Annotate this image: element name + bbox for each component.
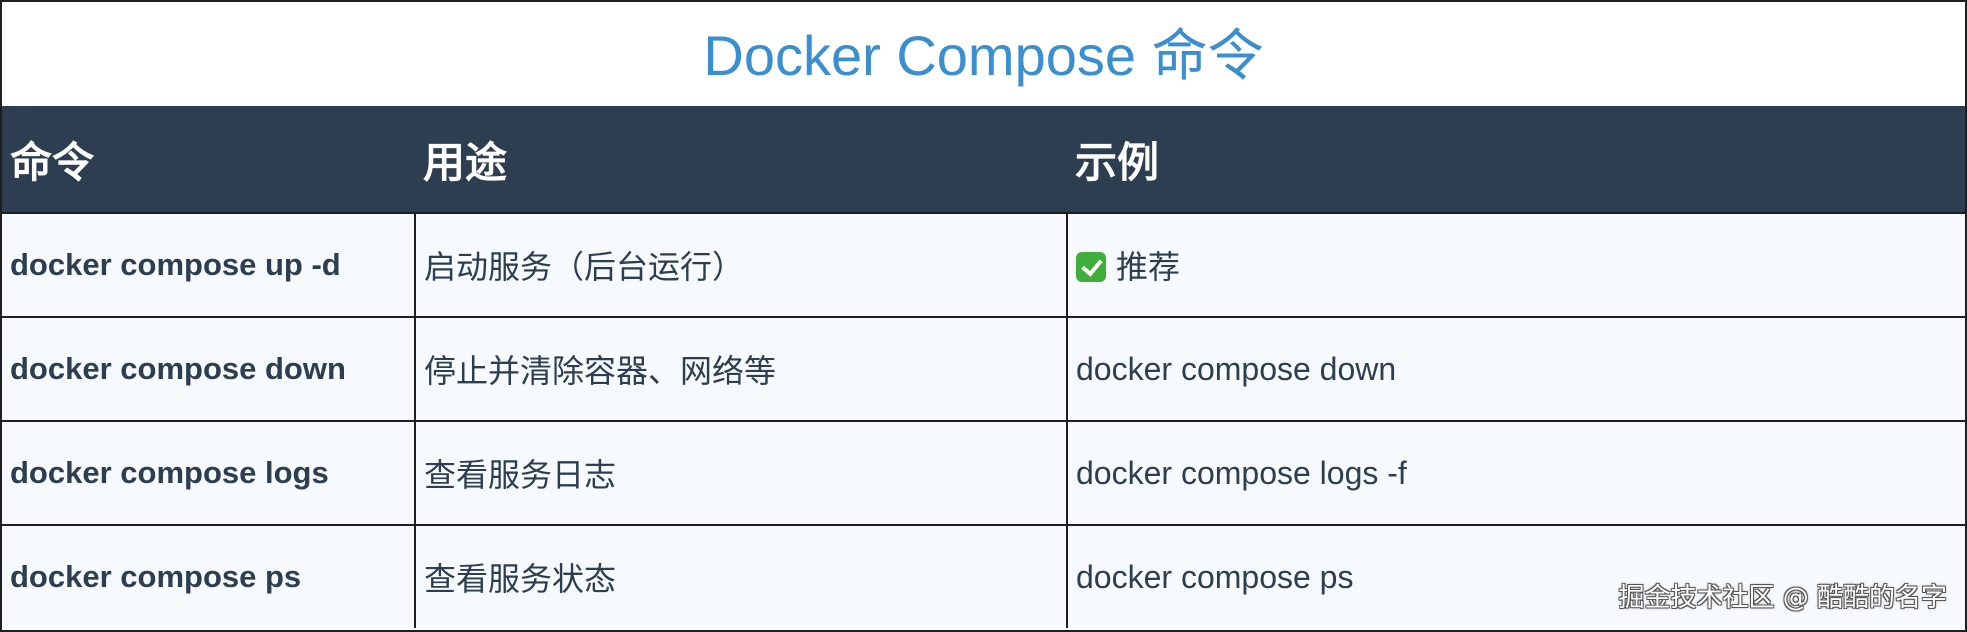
example-text: 推荐 (1116, 249, 1181, 285)
header-purpose: 用途 (415, 106, 1067, 214)
command-cell: docker compose down (2, 316, 415, 421)
watermark: 掘金技术社区 @ 酷酷的名字 (1618, 583, 1947, 613)
purpose-cell: 停止并清除容器、网络等 (414, 316, 1067, 421)
example-cell: docker compose ps (1066, 524, 1965, 628)
command-cell: docker compose logs (2, 420, 415, 525)
purpose-cell: 查看服务状态 (414, 524, 1067, 628)
example-cell: docker compose down (1066, 316, 1965, 421)
table-row: docker compose up -d 启动服务（后台运行） 推荐 (2, 213, 1965, 317)
table-row: docker compose logs 查看服务日志 docker compos… (2, 420, 1965, 525)
table-row: docker compose down 停止并清除容器、网络等 docker c… (2, 316, 1965, 421)
purpose-cell: 启动服务（后台运行） (414, 213, 1067, 317)
table-row: docker compose ps 查看服务状态 docker compose … (2, 524, 1965, 628)
check-icon (1076, 252, 1106, 282)
example-cell: 推荐 (1066, 213, 1965, 317)
header-example: 示例 (1067, 106, 1965, 214)
commands-table: 命令 用途 示例 docker compose up -d 启动服务（后台运行）… (2, 106, 1965, 628)
header-command: 命令 (2, 106, 415, 214)
command-cell: docker compose ps (2, 524, 415, 628)
title-bar: Docker Compose 命令 (2, 2, 1965, 106)
purpose-cell: 查看服务日志 (414, 420, 1067, 525)
table-body: docker compose up -d 启动服务（后台运行） 推荐 docke… (2, 213, 1965, 628)
page-title: Docker Compose 命令 (703, 24, 1264, 87)
example-cell: docker compose logs -f (1066, 420, 1965, 525)
table-header: 命令 用途 示例 (2, 106, 1965, 214)
header-row: 命令 用途 示例 (2, 106, 1965, 214)
command-cell: docker compose up -d (2, 213, 415, 317)
